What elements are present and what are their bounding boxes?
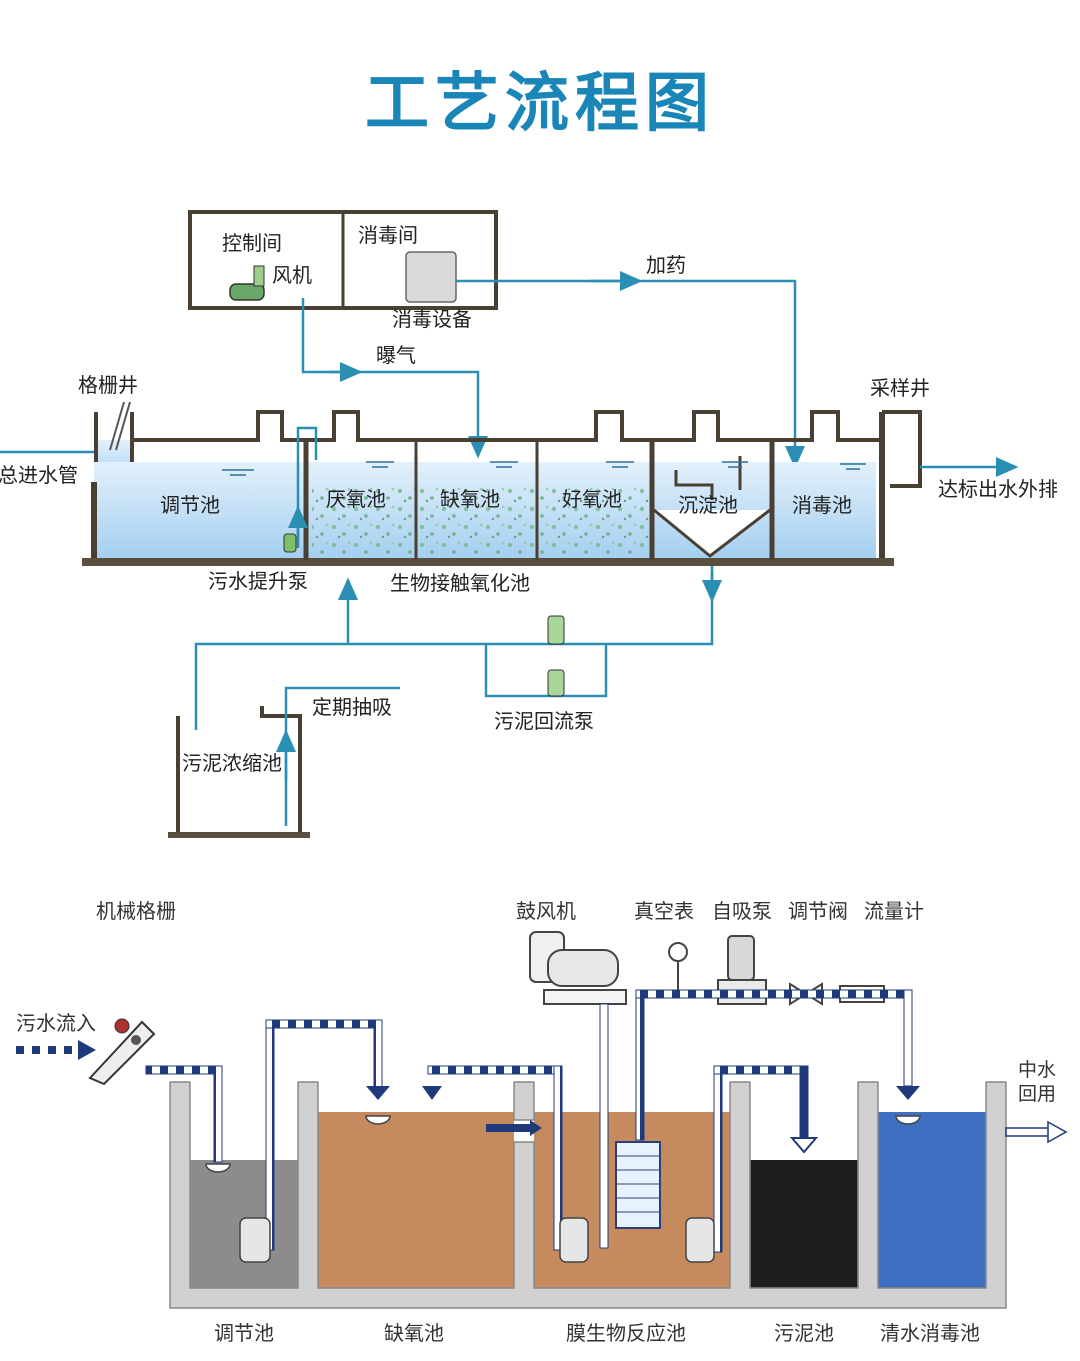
reuse-label-2: 回用 xyxy=(1018,1083,1056,1105)
flowmeter-label: 流量计 xyxy=(864,899,924,923)
disinfect-room-label: 消毒间 xyxy=(358,223,418,247)
self-priming-pump-label: 自吸泵 xyxy=(712,899,772,923)
control-building: 控制间 风机 消毒间 消毒设备 xyxy=(188,210,498,331)
bottom-label-anoxic: 缺氧池 xyxy=(384,1321,444,1345)
top-tank-labels: 调节池 厌氧池 缺氧池 好氧池 沉淀池 消毒池 xyxy=(160,487,852,517)
lift-pump-icon xyxy=(283,533,297,553)
bottom-label-mbr: 膜生物反应池 xyxy=(566,1321,686,1345)
blower-icon xyxy=(229,265,265,301)
tank-label-anaerobic: 厌氧池 xyxy=(326,487,386,511)
tank-label-aerobic: 好氧池 xyxy=(562,487,622,511)
sludge-thickener xyxy=(168,686,400,838)
inflow-label: 污水流入 xyxy=(16,1011,96,1035)
membrane-module-icon xyxy=(615,1141,661,1229)
inlet-label: 总进水管 xyxy=(0,463,78,487)
tank-label-equalization: 调节池 xyxy=(160,493,220,517)
main-tank xyxy=(82,410,922,566)
transfer-pipe xyxy=(296,426,318,548)
sludge-return-pump-label: 污泥回流泵 xyxy=(494,709,594,733)
tank-label-anoxic: 缺氧池 xyxy=(440,487,500,511)
tank-label-settling: 沉淀池 xyxy=(678,493,738,517)
sludge-return-pump-icon xyxy=(547,615,565,697)
bottom-label-clean: 清水消毒池 xyxy=(880,1321,980,1345)
blower-label-bottom: 鼓风机 xyxy=(516,899,576,923)
bottom-tank-labels: 调节池 缺氧池 膜生物反应池 污泥池 清水消毒池 xyxy=(214,1321,980,1345)
bio-contact-label: 生物接触氧化池 xyxy=(390,571,530,595)
submersible-pump-icon xyxy=(239,1217,715,1263)
grid-well-label: 格栅井 xyxy=(78,373,138,397)
outlet-label: 达标出水外排 xyxy=(938,477,1058,501)
reuse-label-1: 中水 xyxy=(1018,1059,1056,1081)
aeration-label: 曝气 xyxy=(376,343,416,367)
vacuum-gauge-label: 真空表 xyxy=(634,899,694,923)
dosing-pipe xyxy=(456,271,805,469)
bio-media xyxy=(312,486,652,554)
sampling-well-label: 采样井 xyxy=(870,376,930,400)
inflow-arrow xyxy=(10,1040,96,1060)
periodic-pump-label: 定期抽吸 xyxy=(312,695,392,719)
control-valve-label: 调节阀 xyxy=(788,899,848,923)
blower-label: 风机 xyxy=(272,263,312,287)
page-title: 工艺流程图 xyxy=(365,67,715,141)
bottom-pipes xyxy=(145,989,913,1253)
diffuser-icon xyxy=(205,1115,921,1173)
blower-bottom-icon xyxy=(529,931,627,1005)
sludge-return-pipes xyxy=(194,566,722,730)
disinfect-equipment-label: 消毒设备 xyxy=(392,307,472,331)
bottom-label-sludge: 污泥池 xyxy=(774,1321,834,1345)
screen-machine-icon xyxy=(88,1018,156,1086)
bottom-tanks xyxy=(169,1081,1007,1309)
sludge-thickener-label: 污泥浓缩池 xyxy=(182,751,282,775)
dosing-label: 加药 xyxy=(646,253,686,277)
disinfect-equipment-icon xyxy=(405,251,457,303)
lift-pump-label: 污水提升泵 xyxy=(208,569,308,593)
aeration-pipe xyxy=(301,298,488,459)
reuse-arrow xyxy=(1005,1120,1068,1144)
control-room-label: 控制间 xyxy=(222,231,282,255)
screen-label: 机械格栅 xyxy=(96,899,176,923)
bottom-label-equalization: 调节池 xyxy=(214,1321,274,1345)
vacuum-gauge-icon xyxy=(668,942,688,990)
bottom-arrowheads xyxy=(366,1086,920,1154)
tank-label-disinfection: 消毒池 xyxy=(792,493,852,517)
